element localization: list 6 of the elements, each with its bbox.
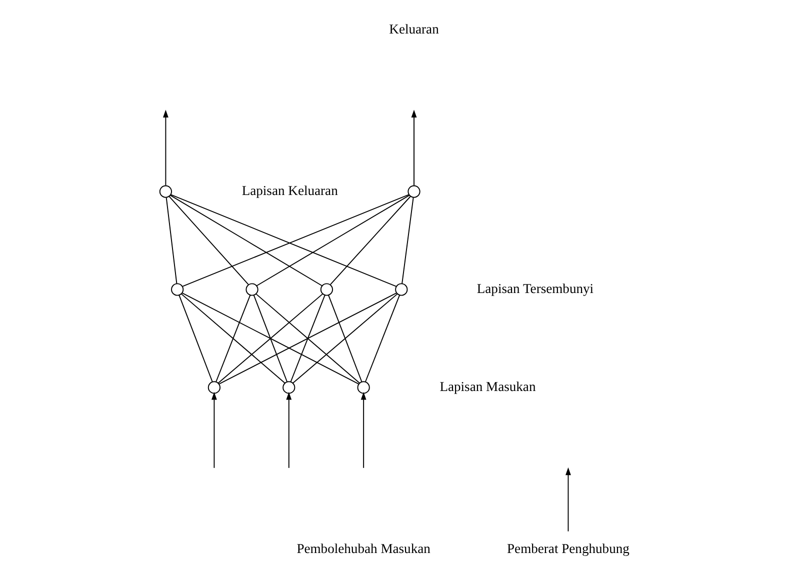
node-text: Pemberat Penghubung	[506, 540, 629, 556]
label: Pembolehubah Masukan	[296, 540, 430, 556]
label: Lapisan Tersembunyi	[476, 281, 594, 296]
label: Keluaran	[388, 21, 438, 36]
label: Lapisan Keluaran	[241, 183, 338, 198]
label: Lapisan Masukan	[439, 379, 536, 394]
